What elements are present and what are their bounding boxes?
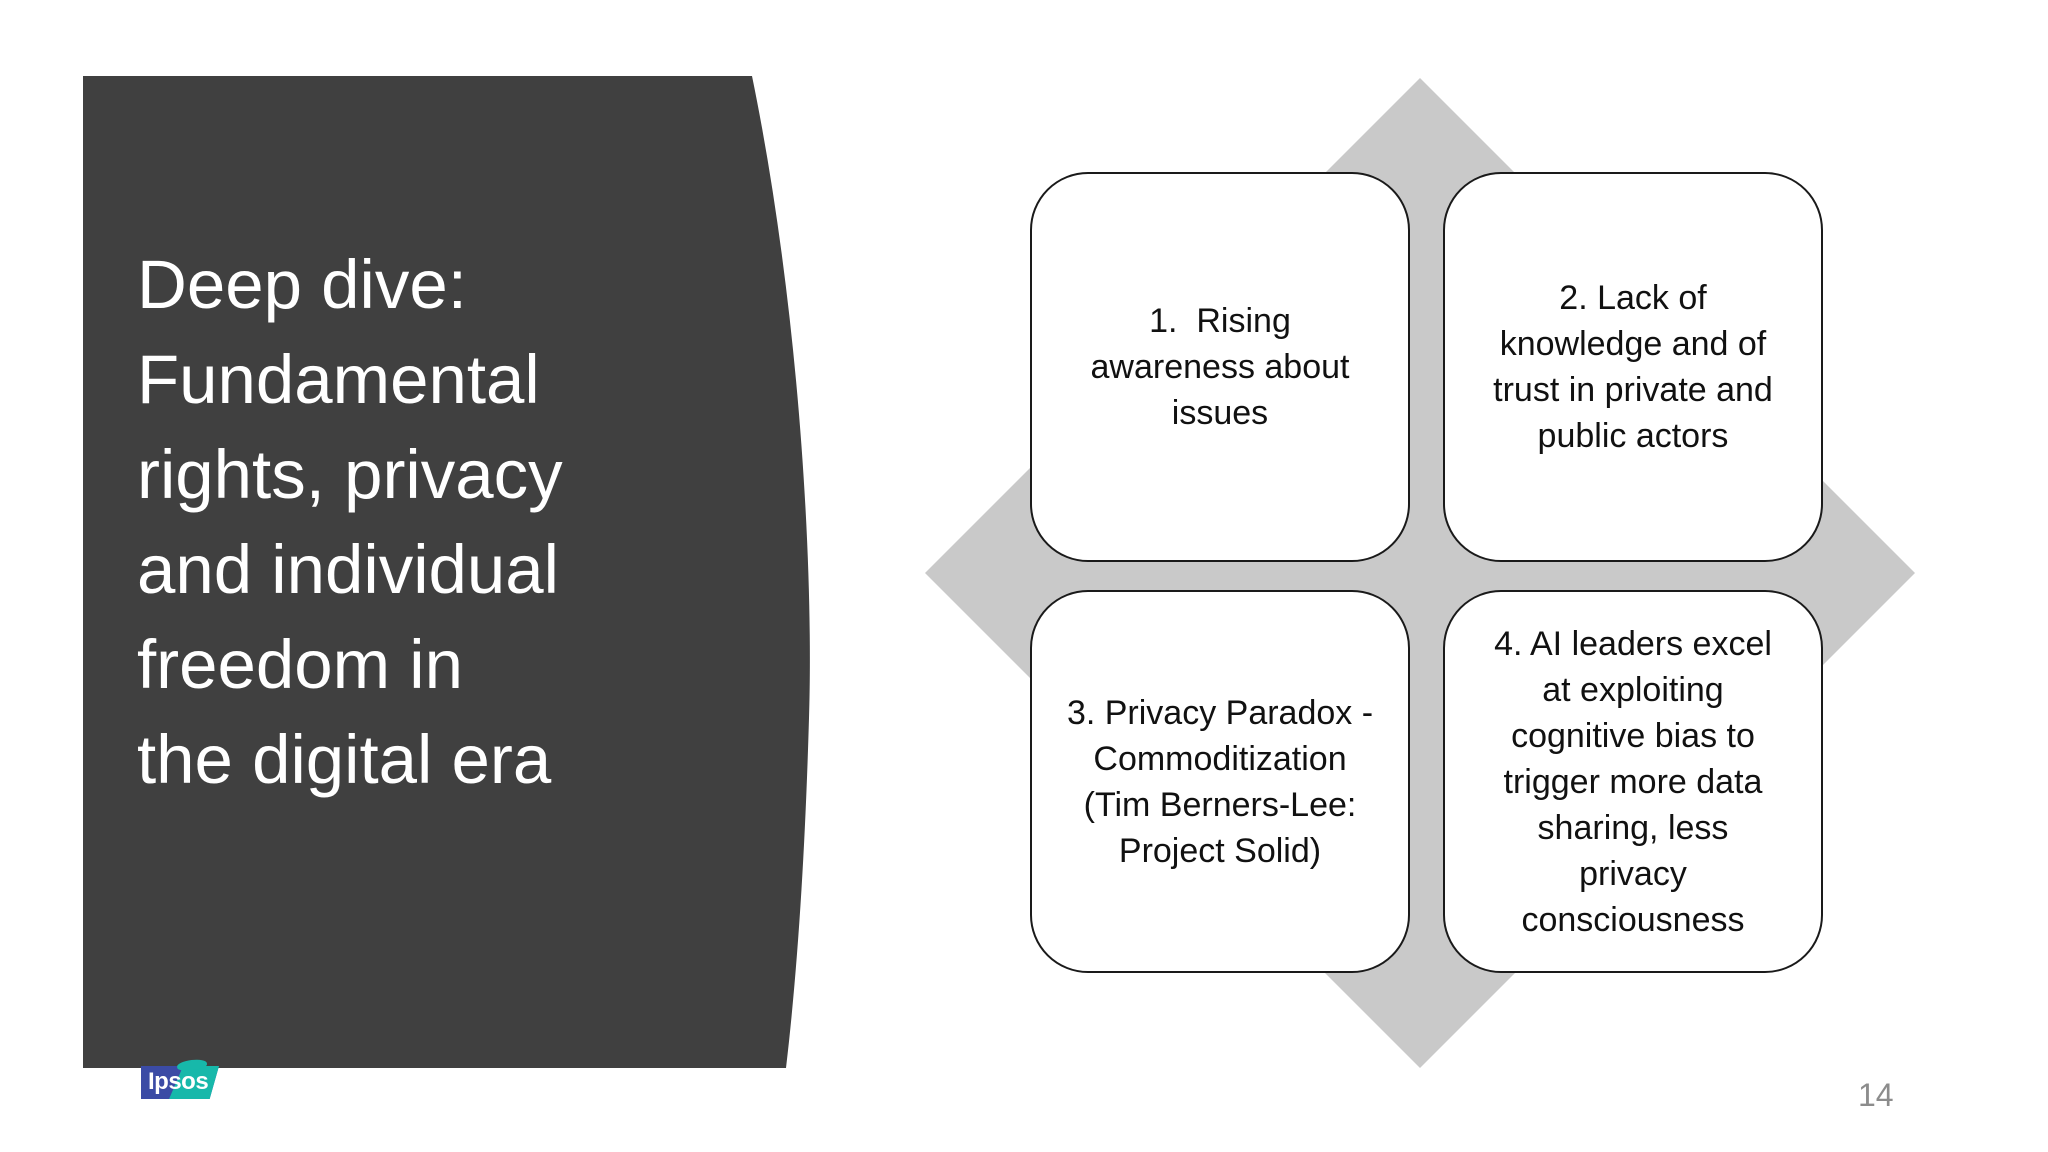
quadrant-box-4-text: 4. AI leaders excel at exploiting cognit… xyxy=(1494,624,1772,939)
quadrant-box-4: 4. AI leaders excel at exploiting cognit… xyxy=(1443,590,1823,973)
page-number: 14 xyxy=(1858,1077,1894,1113)
title-panel-shape xyxy=(83,76,810,1068)
quadrant-box-1-text: 1. Rising awareness about issues xyxy=(1090,302,1350,432)
quadrant-box-2-text: 2. Lack of knowledge and of trust in pri… xyxy=(1493,279,1773,455)
ipsos-logo: Ipsos xyxy=(141,1058,219,1099)
slide-title: Deep dive: Fundamental rights, privacy a… xyxy=(137,246,563,798)
quadrant-box-2: 2. Lack of knowledge and of trust in pri… xyxy=(1443,172,1823,562)
quadrant-box-3: 3. Privacy Paradox - Commoditization (Ti… xyxy=(1030,590,1410,973)
quadrant-box-3-text: 3. Privacy Paradox - Commoditization (Ti… xyxy=(1066,693,1374,870)
ipsos-logo-text: Ipsos xyxy=(148,1068,209,1095)
quadrant-box-1: 1. Rising awareness about issues xyxy=(1030,172,1410,562)
